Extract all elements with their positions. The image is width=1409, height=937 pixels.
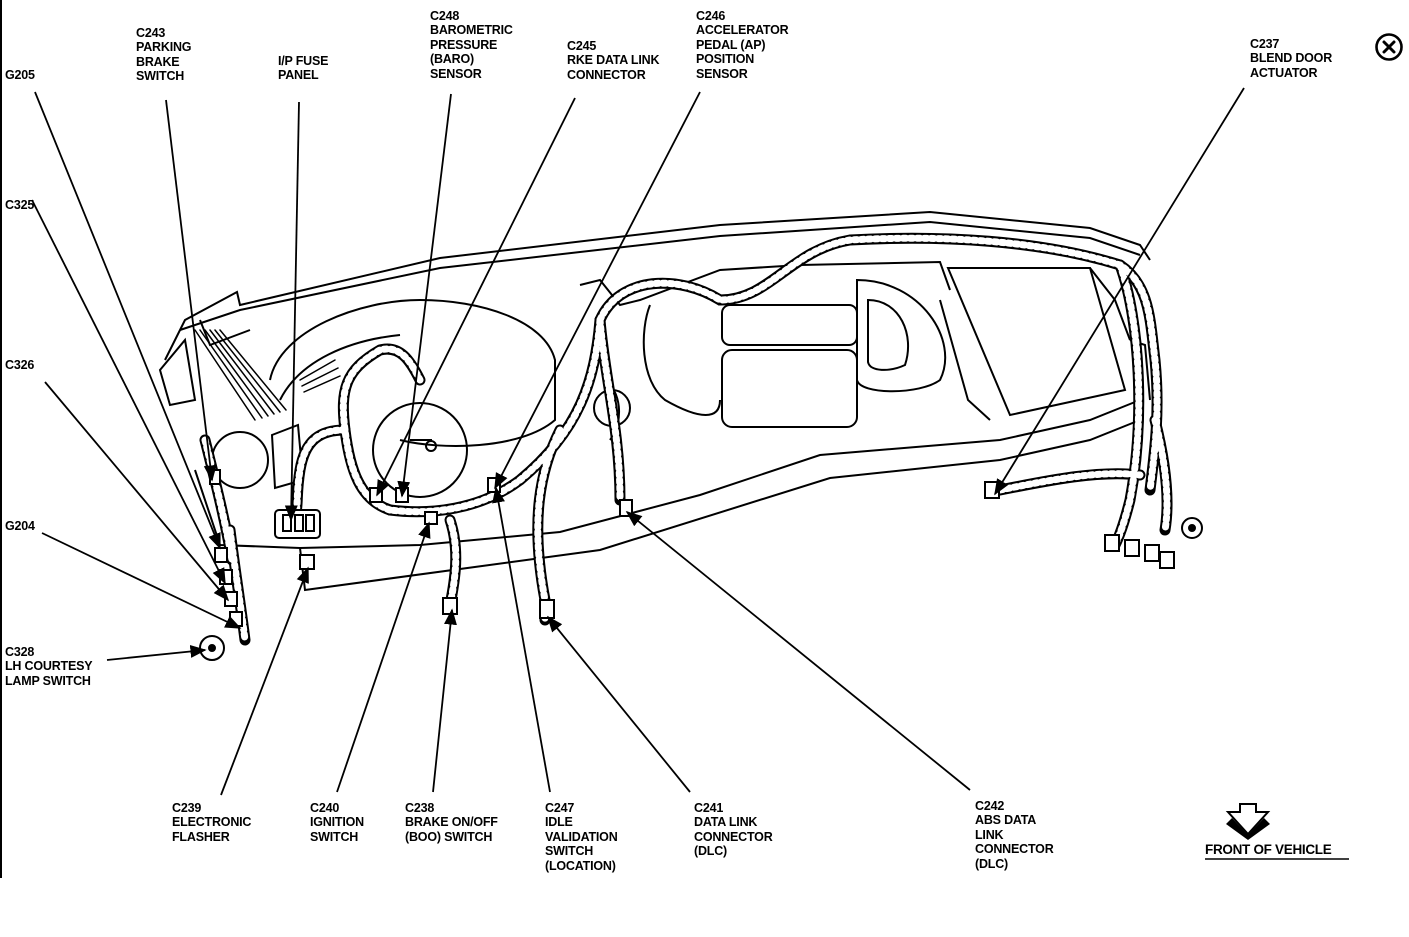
- label-c328: C328 LH COURTESY LAMP SWITCH: [5, 645, 93, 688]
- instrument-panel-outline: [158, 210, 1151, 592]
- label-ip-fuse-panel: I/P FUSE PANEL: [278, 54, 329, 83]
- label-c247: C247 IDLE VALIDATION SWITCH (LOCATION): [545, 801, 618, 873]
- instrument-panel-diagram: [31, 87, 1245, 796]
- label-c246: C246 ACCELERATOR PEDAL (AP) POSITION SEN…: [696, 9, 789, 81]
- label-c242: C242 ABS DATA LINK CONNECTOR (DLC): [975, 799, 1054, 871]
- label-c237: C237 BLEND DOOR ACTUATOR: [1250, 37, 1333, 80]
- connectors: [199, 469, 1203, 661]
- label-c241: C241 DATA LINK CONNECTOR (DLC): [694, 801, 773, 859]
- close-button[interactable]: [1374, 32, 1404, 62]
- front-arrow-icon: [1205, 803, 1349, 860]
- label-c240: C240 IGNITION SWITCH: [310, 801, 364, 844]
- front-of-vehicle-indicator: [1202, 802, 1354, 866]
- label-c243: C243 PARKING BRAKE SWITCH: [136, 26, 192, 84]
- label-g204: G204: [5, 519, 35, 533]
- label-g205: G205: [5, 68, 35, 82]
- label-c245: C245 RKE DATA LINK CONNECTOR: [567, 39, 660, 82]
- wiring-harness: [194, 232, 1173, 646]
- close-icon: [1375, 33, 1403, 61]
- label-c248: C248 BAROMETRIC PRESSURE (BARO) SENSOR: [430, 9, 513, 81]
- front-of-vehicle-label: FRONT OF VEHICLE: [1205, 842, 1332, 857]
- label-c238: C238 BRAKE ON/OFF (BOO) SWITCH: [405, 801, 498, 844]
- label-c326: C326: [5, 358, 35, 372]
- diagram-frame: [0, 0, 2, 878]
- leader-lines: [31, 87, 1245, 796]
- label-c239: C239 ELECTRONIC FLASHER: [172, 801, 252, 844]
- label-c325: C325: [5, 198, 35, 212]
